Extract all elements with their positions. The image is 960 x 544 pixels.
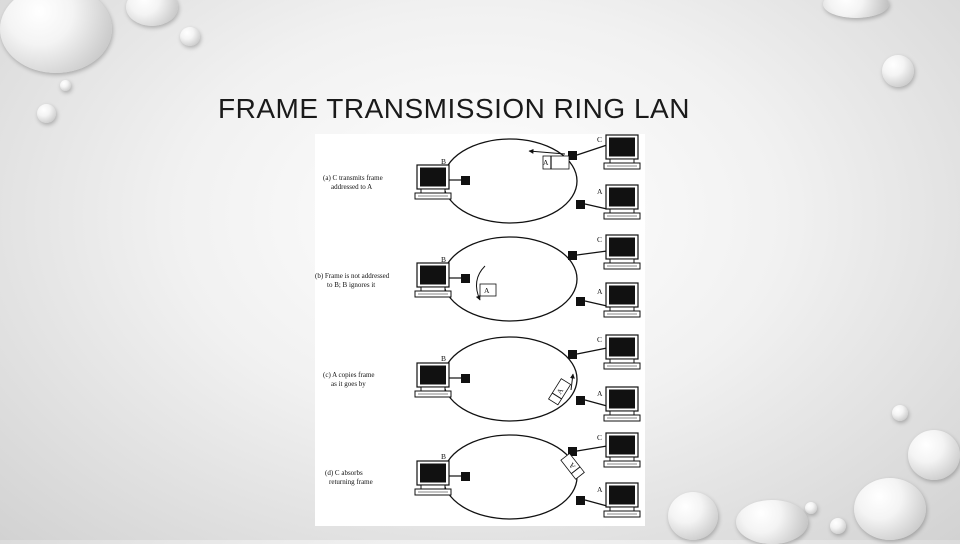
label-b: B	[441, 452, 446, 461]
label-c: C	[597, 135, 602, 144]
water-drop-decoration	[882, 55, 914, 87]
panel-a: B C A (a) C transmits frame addressed to…	[323, 134, 641, 224]
computer-b	[414, 460, 452, 496]
repeater-b	[461, 274, 470, 283]
water-drop-decoration	[668, 492, 718, 540]
caption-line-1: (a) C transmits frame	[323, 174, 383, 182]
computer-c	[603, 334, 641, 370]
water-drop-decoration	[830, 518, 846, 534]
repeater-b	[461, 472, 470, 481]
repeater-c	[568, 350, 577, 359]
direction-arrow	[569, 373, 575, 391]
label-c: C	[597, 235, 602, 244]
repeater-a	[576, 496, 585, 505]
water-drop-decoration	[736, 500, 808, 544]
direction-arrow	[528, 148, 566, 155]
water-drop-decoration	[823, 0, 889, 18]
repeater-a	[576, 396, 585, 405]
water-drop-decoration	[805, 502, 817, 514]
panel-b: B C A (b) Frame is not addressed to B; B…	[315, 234, 641, 322]
frame-box-rotated: A	[548, 378, 572, 406]
computer-a	[603, 184, 641, 220]
frame-marker: A	[567, 460, 578, 470]
direction-arrow	[475, 265, 486, 301]
label-a: A	[597, 485, 603, 494]
repeater-c	[568, 151, 577, 160]
label-b: B	[441, 157, 446, 166]
water-drop-decoration	[37, 104, 56, 123]
frame-box	[542, 155, 570, 170]
computer-a	[603, 482, 641, 518]
panel-d: B C A (d) C absorbs returning frame A	[325, 432, 641, 520]
repeater-b	[461, 176, 470, 185]
water-drop-decoration	[892, 405, 908, 421]
computer-b	[414, 262, 452, 298]
computer-c	[603, 432, 641, 468]
repeater-b	[461, 374, 470, 383]
label-b: B	[441, 255, 446, 264]
frame-marker: A	[543, 158, 549, 167]
repeater-a	[576, 297, 585, 306]
ring-lan-figure: B C A (a) C transmits frame addressed to…	[315, 134, 645, 526]
computer-c	[603, 134, 641, 170]
label-c: C	[597, 433, 602, 442]
computer-b	[414, 164, 452, 200]
slide-title: FRAME TRANSMISSION RING LAN	[218, 93, 690, 124]
caption-line-2: returning frame	[329, 478, 373, 486]
label-a: A	[597, 187, 603, 196]
caption-line-2: addressed to A	[331, 183, 372, 191]
water-drop-decoration	[854, 478, 926, 540]
frame-box	[479, 283, 497, 297]
water-drop-decoration	[60, 80, 71, 91]
caption-line-2: to B; B ignores it	[327, 281, 375, 289]
caption-line-2: as it goes by	[331, 380, 366, 388]
water-drop-decoration	[908, 430, 960, 480]
repeater-c	[568, 447, 577, 456]
frame-box-rotated: A	[560, 452, 585, 480]
computer-a	[603, 282, 641, 318]
computer-a	[603, 386, 641, 422]
water-drop-decoration	[126, 0, 178, 26]
label-c: C	[597, 335, 602, 344]
repeater-a	[576, 200, 585, 209]
repeater-c	[568, 251, 577, 260]
panel-c: B C A (c) A copies frame as it goes by A	[323, 334, 641, 422]
ring-lan-diagram: B C A (a) C transmits frame addressed to…	[315, 134, 641, 520]
frame-marker: A	[555, 386, 566, 396]
label-b: B	[441, 354, 446, 363]
caption-line-1: (b) Frame is not addressed	[315, 272, 390, 280]
frame-marker: A	[484, 286, 490, 295]
label-a: A	[597, 287, 603, 296]
water-drop-decoration	[0, 0, 112, 73]
water-drop-decoration	[180, 27, 200, 46]
caption-line-1: (d) C absorbs	[325, 469, 363, 477]
label-a: A	[597, 389, 603, 398]
caption-line-1: (c) A copies frame	[323, 371, 375, 379]
computer-c	[603, 234, 641, 270]
computer-b	[414, 362, 452, 398]
